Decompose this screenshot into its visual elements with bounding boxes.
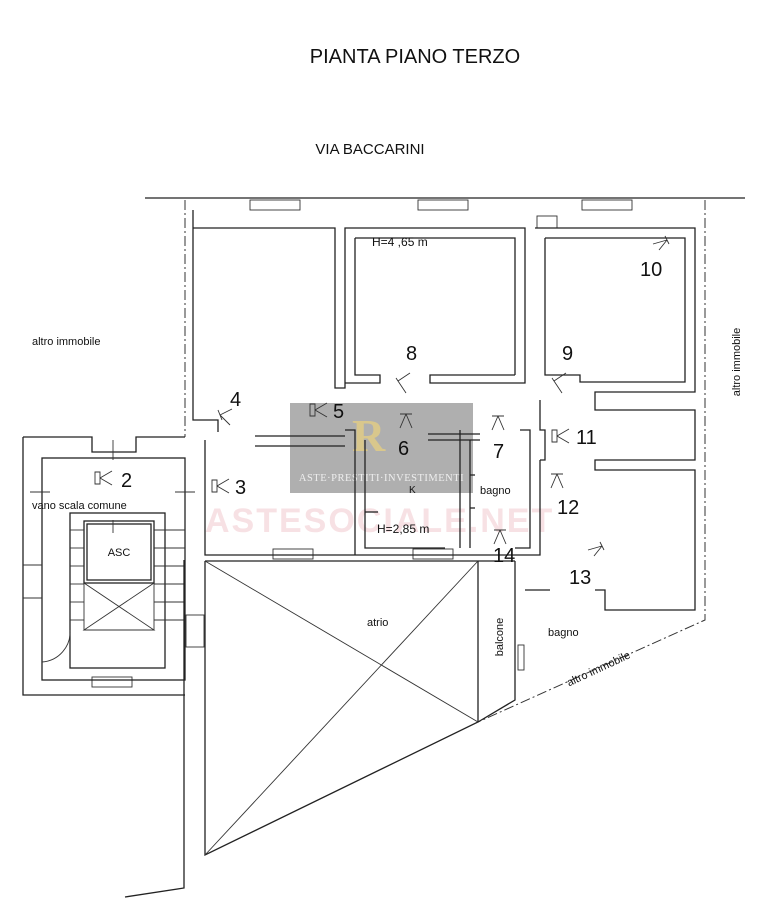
bathroom-label-2: bagno xyxy=(548,627,579,639)
watermark-text: ASTE·PRESTITI·INVESTIMENTI xyxy=(298,473,465,484)
watermark-site: ASTESOCIALE.NET xyxy=(205,502,555,540)
camera-icon xyxy=(94,235,670,557)
windows xyxy=(91,199,633,688)
watermark-logo: R xyxy=(352,410,386,461)
camera-number: 8 xyxy=(406,343,417,365)
camera-number: 9 xyxy=(562,343,573,365)
bathroom-label-1: bagno xyxy=(480,485,511,497)
atrio-label: atrio xyxy=(367,617,388,629)
ceiling-height-bottom: H=2,85 m xyxy=(377,522,429,536)
camera-markers: 2 3 4 5 6 7 8 9 10 11 12 13 14 xyxy=(94,235,670,589)
watermark: R ASTE·PRESTITI·INVESTIMENTI xyxy=(290,403,473,493)
kitchen-label: K xyxy=(409,485,416,496)
altro-immobile-left: altro immobile xyxy=(32,336,100,348)
atrio-void xyxy=(124,560,550,898)
altro-immobile-right: altro immobile xyxy=(731,328,743,396)
camera-number: 2 xyxy=(121,470,132,492)
camera-number: 10 xyxy=(640,259,662,281)
camera-number: 5 xyxy=(333,401,344,423)
camera-number: 11 xyxy=(576,427,597,449)
camera-number: 12 xyxy=(557,497,579,519)
elevator-label: ASC xyxy=(108,547,131,559)
street-label: VIA BACCARINI xyxy=(315,141,424,158)
camera-number: 6 xyxy=(398,438,409,460)
camera-number: 7 xyxy=(493,441,504,463)
camera-number: 4 xyxy=(230,389,241,411)
camera-number: 3 xyxy=(235,477,246,499)
camera-number: 14 xyxy=(493,545,515,567)
altro-immobile-bottom: altro immobile xyxy=(565,649,632,689)
balcony-label: balcone xyxy=(494,618,506,657)
stairwell-label: vano scala comune xyxy=(32,500,127,512)
plan-title: PIANTA PIANO TERZO xyxy=(310,46,520,68)
camera-number: 13 xyxy=(569,567,591,589)
ceiling-height-top: H=4 ,65 m xyxy=(372,235,428,249)
apartment-walls xyxy=(192,210,696,611)
stairwell xyxy=(22,436,195,696)
boundary-lines xyxy=(145,197,745,723)
